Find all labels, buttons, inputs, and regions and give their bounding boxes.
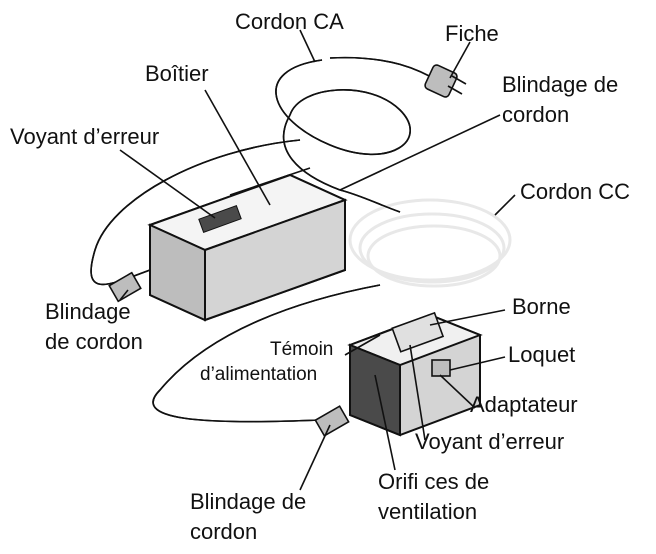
label-loquet: Loquet (508, 343, 575, 367)
label-blindage-cordon-top-2: cordon (502, 103, 569, 127)
label-cordon-cc: Cordon CC (520, 180, 630, 204)
ac-cord (276, 58, 440, 190)
label-blindage-cordon-top-1: Blindage de (502, 73, 618, 97)
label-cordon-ca: Cordon CA (235, 10, 344, 34)
label-voyant-erreur-top: Voyant d’erreur (10, 125, 159, 149)
label-orifices-1: Orifi ces de (378, 470, 489, 494)
label-fiche: Fiche (445, 22, 499, 46)
bottom-shield (315, 406, 348, 436)
label-orifices-2: ventilation (378, 500, 477, 524)
label-blindage-bottom-1: Blindage de (190, 490, 306, 514)
label-borne: Borne (512, 295, 571, 319)
label-blindage-left-2: de cordon (45, 330, 143, 354)
label-voyant-erreur-bottom: Voyant d’erreur (415, 430, 564, 454)
label-adaptateur: Adaptateur (470, 393, 578, 417)
housing (150, 168, 345, 320)
label-blindage-bottom-2: cordon (190, 520, 257, 544)
label-boitier: Boîtier (145, 62, 209, 86)
plug-icon (424, 64, 466, 99)
label-temoin-2: d’alimentation (200, 365, 317, 386)
label-blindage-left-1: Blindage (45, 300, 131, 324)
label-temoin-1: Témoin (270, 340, 333, 361)
